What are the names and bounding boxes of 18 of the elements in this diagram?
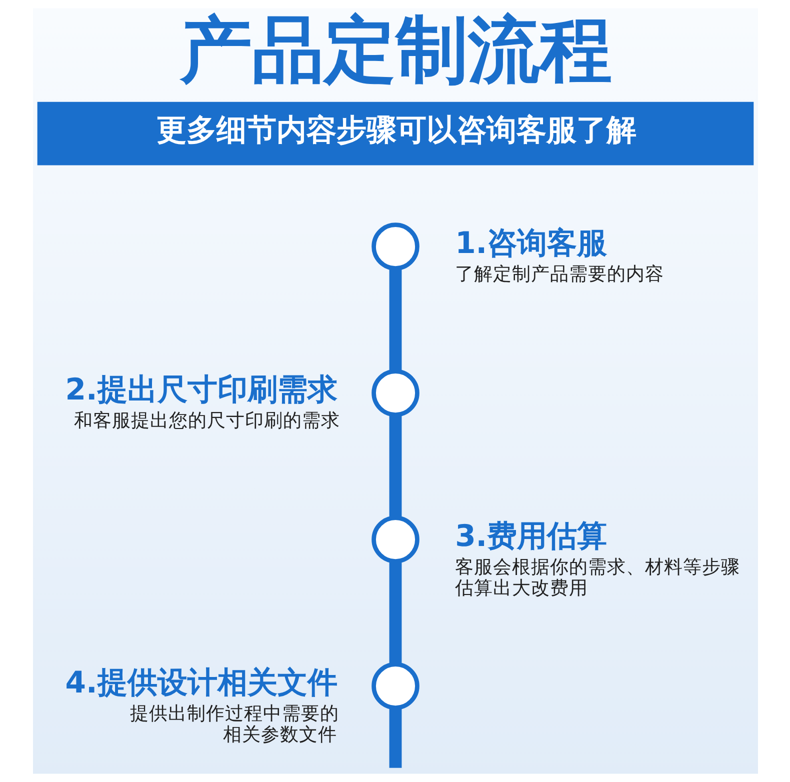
node-label: 4.提供设计相关文件: [64, 665, 337, 700]
node-circle: [371, 222, 419, 270]
node-label: 了解定制产品需要的内容: [454, 264, 664, 286]
connector: [388, 268, 402, 372]
node-label: 3.费用估算: [454, 518, 607, 554]
node-label: 提供出制作过程中需要的相关参数文件: [129, 704, 338, 746]
connector: [388, 708, 402, 768]
node-circle: [371, 369, 419, 417]
node-box: 更多细节内容步骤可以咨询客服了解: [36, 102, 754, 166]
diagram-title: 产品定制流程: [180, 7, 612, 92]
node-label: 和客服提出您的尺寸印刷的需求: [73, 410, 340, 432]
node-label: 1.咨询客服: [454, 226, 607, 261]
node-circle: [371, 516, 419, 564]
connector: [388, 561, 402, 664]
node-label: 2.提出尺寸印刷需求: [64, 372, 337, 408]
connector: [388, 414, 402, 518]
node-circle: [371, 662, 419, 710]
node-label: 客服会根据你的需求、材料等步骤估算出大改费用: [454, 557, 740, 600]
